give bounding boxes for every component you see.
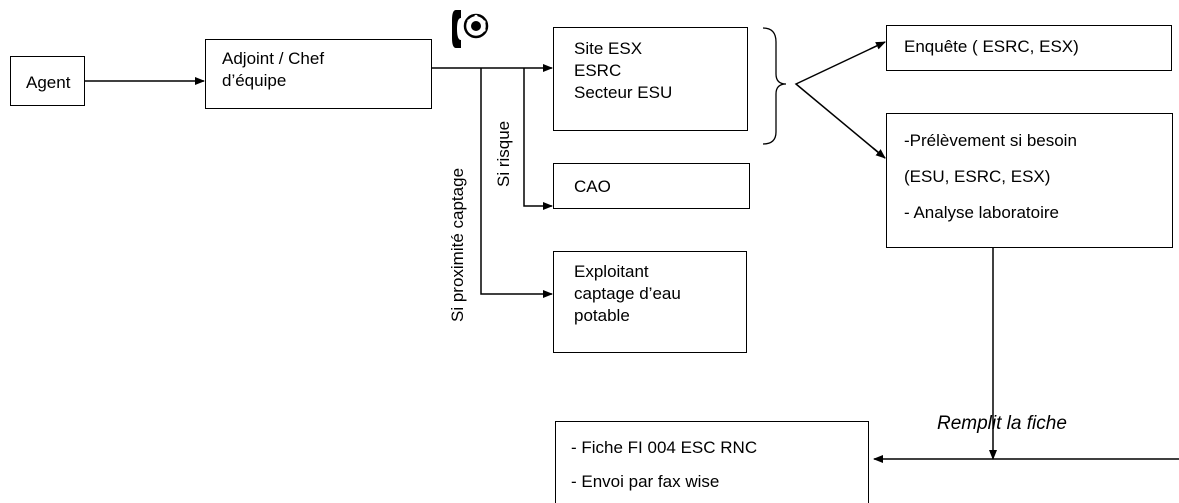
node-adjoint: Adjoint / Chef d’équipe <box>205 39 432 109</box>
label-si-proximite: Si proximité captage <box>448 167 467 322</box>
curly-brace <box>762 27 787 145</box>
node-prelevement-line-1: -Prélèvement si besoin <box>904 131 1077 150</box>
telephone-icon <box>452 10 489 48</box>
node-agent-label: Agent <box>26 73 71 92</box>
node-prelevement: -Prélèvement si besoin (ESU, ESRC, ESX) … <box>886 113 1173 248</box>
node-adjoint-line-1: Adjoint / Chef <box>222 49 325 68</box>
node-cao: CAO <box>553 163 750 209</box>
node-exploitant: Exploitant captage d’eau potable <box>553 251 747 353</box>
node-fiche-line-2: - Envoi par fax wise <box>571 472 720 491</box>
arrow-brace-split <box>794 41 886 159</box>
node-enquete-label: Enquête ( ESRC, ESX) <box>904 37 1079 56</box>
node-agent: Agent <box>10 56 85 106</box>
node-sites-line-1: Site ESX <box>574 39 643 58</box>
node-sites: Site ESX ESRC Secteur ESU <box>553 27 748 131</box>
node-fiche-line-1: - Fiche FI 004 ESC RNC <box>571 438 758 457</box>
label-si-risque: Si risque <box>494 120 513 187</box>
node-enquete: Enquête ( ESRC, ESX) <box>886 25 1172 71</box>
node-cao-label: CAO <box>574 177 611 196</box>
node-sites-line-3: Secteur ESU <box>574 83 673 102</box>
node-exploitant-line-3: potable <box>574 306 630 325</box>
node-adjoint-line-2: d’équipe <box>222 71 287 90</box>
label-remplit: Remplit la fiche <box>937 413 1067 434</box>
node-prelevement-line-2: (ESU, ESRC, ESX) <box>904 167 1051 186</box>
node-sites-line-2: ESRC <box>574 61 622 80</box>
arrow-risque-cao <box>523 68 553 210</box>
node-fiche: - Fiche FI 004 ESC RNC - Envoi par fax w… <box>555 421 869 503</box>
arrow-proximite-exploitant <box>480 68 553 298</box>
node-exploitant-line-1: Exploitant <box>574 262 649 281</box>
node-exploitant-line-2: captage d’eau <box>574 284 681 303</box>
node-prelevement-line-3: - Analyse laboratoire <box>904 203 1059 222</box>
